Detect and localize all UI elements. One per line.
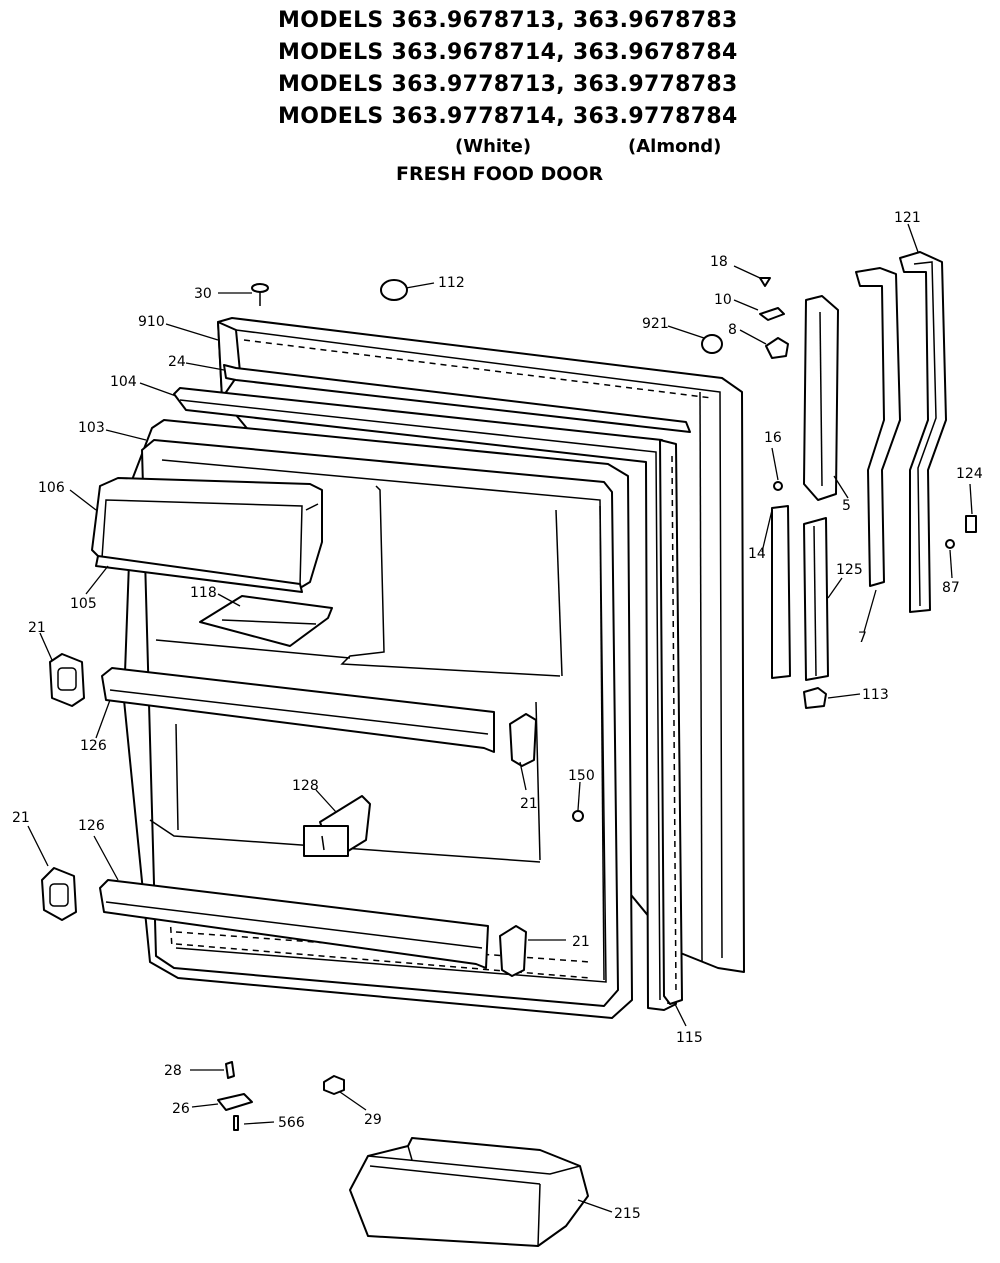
screw-handle-part: [945, 539, 955, 549]
screw-liner-part: [572, 810, 584, 822]
plug-part: [380, 279, 408, 301]
model-line-3: MODELS 363.9778713, 363.9778783: [278, 72, 738, 97]
model-line-1: MODELS 363.9678713, 363.9678783: [278, 8, 738, 33]
handle-rear-part: [899, 251, 947, 613]
pin-part: [225, 1061, 235, 1079]
bracket-right-upper: [509, 713, 537, 767]
callout-106: 106: [38, 480, 65, 496]
callout-28: 28: [164, 1063, 182, 1079]
callout-7: 7: [858, 630, 867, 646]
end-cap-part: [803, 687, 827, 709]
callout-21-right-upper: 21: [520, 796, 538, 812]
callout-14: 14: [748, 546, 766, 562]
door-bin-part: [349, 1137, 589, 1247]
callout-215: 215: [614, 1206, 641, 1222]
callout-104: 104: [110, 374, 137, 390]
fastener-part: [233, 1115, 239, 1131]
bracket-left-lower: [41, 867, 77, 921]
callout-566: 566: [278, 1115, 305, 1131]
callout-121: 121: [894, 210, 921, 226]
handle-insert-part: [771, 505, 791, 679]
model-line-2: MODELS 363.9678714, 363.9678784: [278, 40, 738, 65]
callout-105: 105: [70, 596, 97, 612]
nut-part: [323, 1075, 345, 1095]
clip-handle-part: [965, 515, 977, 533]
screw-small-part: [759, 277, 771, 287]
callout-124: 124: [956, 466, 983, 482]
callout-21-left-upper: 21: [28, 620, 46, 636]
callout-128: 128: [292, 778, 319, 794]
callout-21-right-lower: 21: [572, 934, 590, 950]
callout-921: 921: [642, 316, 669, 332]
stop-part: [765, 337, 789, 359]
screw-hinge-part: [773, 481, 783, 491]
callout-126-lower: 126: [78, 818, 105, 834]
diagram-subtitle: FRESH FOOD DOOR: [396, 163, 604, 185]
callout-115: 115: [676, 1030, 703, 1046]
callout-labels: 30 112 910 24 104 103 106 105 118 21 126…: [12, 210, 983, 1222]
model-line-4: MODELS 363.9778714, 363.9778784: [278, 104, 738, 129]
callout-125: 125: [836, 562, 863, 578]
callout-24: 24: [168, 354, 186, 370]
handle-front-part: [855, 267, 901, 587]
callout-126-upper: 126: [80, 738, 107, 754]
clip-part: [303, 795, 371, 857]
shim-part: [759, 307, 785, 321]
callout-26: 26: [172, 1101, 190, 1117]
white-label: (White): [455, 136, 532, 157]
callout-5: 5: [842, 498, 851, 514]
dairy-hinge-part: [95, 555, 303, 593]
side-trim-part: [659, 439, 683, 1005]
callout-910: 910: [138, 314, 165, 330]
diagram-header: MODELS 363.9678713, 363.9678783 MODELS 3…: [0, 0, 1000, 200]
callout-112: 112: [438, 275, 465, 291]
callout-18: 18: [710, 254, 728, 270]
leader-lines: [27, 223, 973, 1213]
button-part: [701, 334, 723, 354]
dairy-door-part: [91, 477, 323, 589]
callout-118: 118: [190, 585, 217, 601]
handle-mount-part: [803, 295, 839, 501]
egg-tray-part: [199, 595, 333, 647]
handle-trim-part: [803, 517, 829, 681]
callout-21-left-lower: 21: [12, 810, 30, 826]
screw-part: [251, 283, 269, 306]
callout-113: 113: [862, 687, 889, 703]
callout-30: 30: [194, 286, 212, 302]
callout-103: 103: [78, 420, 105, 436]
shelf-rail-upper-part: [101, 667, 495, 753]
callout-87: 87: [942, 580, 960, 596]
callout-8: 8: [728, 322, 737, 338]
callout-10: 10: [714, 292, 732, 308]
label-part: [217, 1093, 253, 1111]
bracket-right-lower: [499, 925, 527, 977]
almond-label: (Almond): [628, 136, 722, 157]
callout-150: 150: [568, 768, 595, 784]
top-trim-part: [223, 364, 691, 433]
callout-16: 16: [764, 430, 782, 446]
shelf-rail-lower-part: [99, 879, 489, 969]
bracket-left-upper: [49, 653, 85, 707]
callout-29: 29: [364, 1112, 382, 1128]
